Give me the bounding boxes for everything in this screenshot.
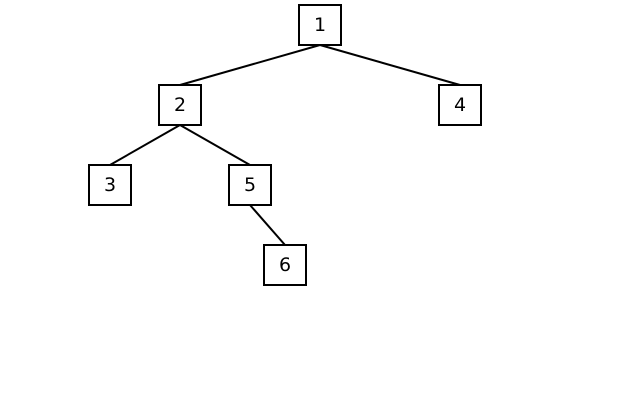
node-label: 6 bbox=[279, 254, 291, 276]
edges-layer bbox=[109, 44, 461, 246]
node-label: 2 bbox=[174, 94, 186, 116]
node-label: 5 bbox=[244, 174, 256, 196]
node-box bbox=[158, 84, 202, 126]
edge-2-5 bbox=[179, 124, 251, 166]
edge-2-3 bbox=[109, 124, 181, 166]
node-box bbox=[228, 164, 272, 206]
node-label: 3 bbox=[104, 174, 116, 196]
tree-node-6: 6 bbox=[263, 244, 307, 286]
node-box bbox=[88, 164, 132, 206]
tree-node-1: 1 bbox=[298, 4, 342, 46]
node-label: 4 bbox=[454, 94, 466, 116]
tree-node-4: 4 bbox=[438, 84, 482, 126]
nodes-layer: 1 2 3 4 5 6 bbox=[88, 4, 482, 286]
tree-node-2: 2 bbox=[158, 84, 202, 126]
edge-1-4 bbox=[319, 44, 461, 86]
tree-node-5: 5 bbox=[228, 164, 272, 206]
node-label: 1 bbox=[314, 14, 326, 36]
tree-node-3: 3 bbox=[88, 164, 132, 206]
node-box bbox=[438, 84, 482, 126]
edge-5-6 bbox=[249, 204, 286, 246]
edge-1-2 bbox=[179, 44, 321, 86]
node-box bbox=[263, 244, 307, 286]
node-box bbox=[298, 4, 342, 46]
